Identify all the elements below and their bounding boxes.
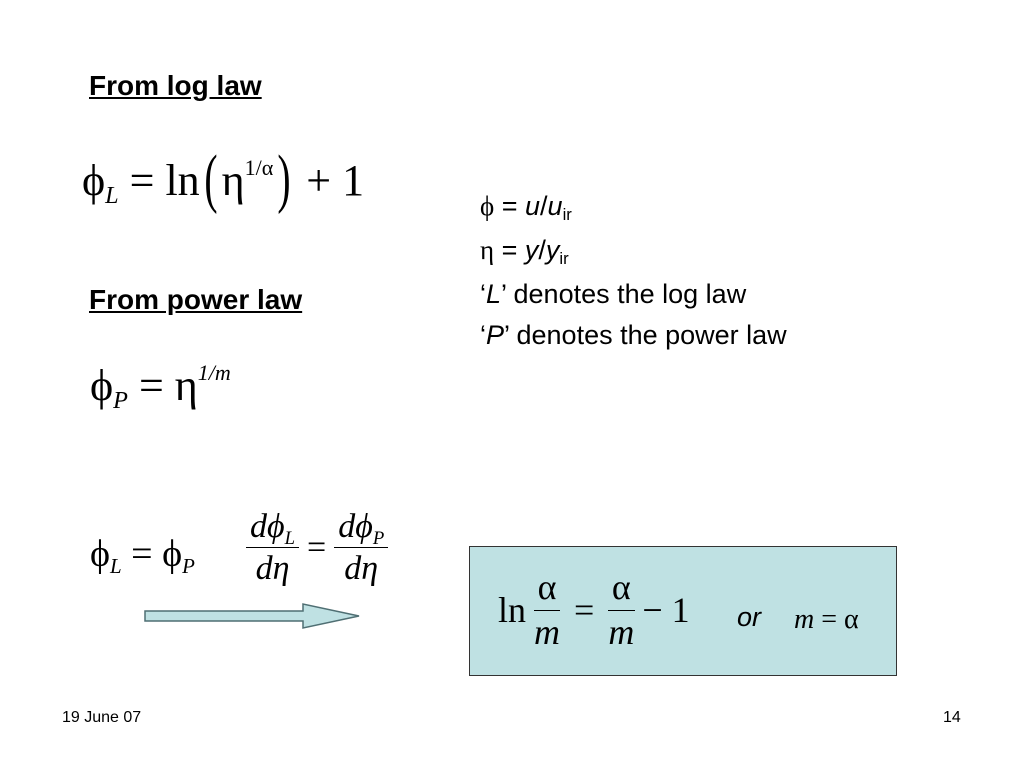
log-law-equation: ϕL = ln(η1/α) + 1 <box>82 136 365 215</box>
d-eta: dη <box>255 550 290 588</box>
d-phi: dϕ <box>250 508 285 545</box>
exponent-1-over-m: 1/m <box>197 360 231 386</box>
denominator-right: dη <box>340 548 382 587</box>
page-number: 14 <box>943 709 961 726</box>
open-paren: ( <box>204 142 218 216</box>
var-L: L <box>486 279 502 309</box>
equals-sign: = <box>574 590 595 631</box>
var-u-ir: u <box>547 191 563 221</box>
definition-P-text: ’ denotes the power law <box>504 320 787 350</box>
fraction-left: dϕL dη <box>246 508 300 588</box>
fraction-right: dϕP dη <box>334 508 389 588</box>
right-arrow-icon <box>144 603 360 629</box>
definition-L-text: ’ denotes the log law <box>501 279 747 309</box>
definition-L: ‘L’ denotes the log law <box>480 274 787 315</box>
equals-sign: = <box>494 235 525 265</box>
denominator-m: m <box>530 611 564 653</box>
equals-eta: = η <box>138 361 198 410</box>
slash: / <box>540 191 548 221</box>
open-quote: ‘ <box>480 279 486 309</box>
denominator-m: m <box>604 611 638 653</box>
subscript-ir: ir <box>562 205 572 225</box>
numerator-alpha: α <box>533 567 561 611</box>
slash: / <box>538 235 546 265</box>
footer-date: 19 June 07 <box>62 709 142 726</box>
equals-ln: = ln <box>129 156 200 205</box>
equals-phi: = ϕ <box>121 533 183 575</box>
result-equation: ln α m = α m − 1 <box>498 567 690 653</box>
exponent-1-over-alpha: 1/α <box>244 155 274 181</box>
var-P: P <box>486 320 505 350</box>
heading-log-law: From log law <box>89 70 262 101</box>
d-phi: dϕ <box>338 508 373 545</box>
var-y-ir: y <box>545 235 560 265</box>
var-u: u <box>525 191 541 221</box>
fraction-alpha-over-m-1: α m <box>530 567 564 653</box>
phi-symbol: ϕ <box>90 361 114 410</box>
m-equals-alpha: m = α <box>794 604 859 636</box>
phi-symbol: ϕ <box>90 533 111 575</box>
equals-alpha: = α <box>814 604 859 635</box>
close-paren: ) <box>277 142 291 216</box>
phi-symbol: ϕ <box>82 156 106 205</box>
open-quote: ‘ <box>480 320 486 350</box>
eta-symbol: η <box>221 156 245 205</box>
subscript-P: P <box>182 554 195 579</box>
var-m: m <box>534 611 561 652</box>
phi-symbol: ϕ <box>480 191 495 221</box>
subscript-P: P <box>113 387 128 415</box>
fraction-alpha-over-m-2: α m <box>604 567 638 653</box>
equals-sign: = <box>307 528 327 566</box>
denominator-left: dη <box>252 548 294 587</box>
var-m: m <box>608 611 635 652</box>
power-law-equation: ϕP = η1/m <box>90 360 231 415</box>
equality-equation: ϕL = ϕP <box>90 532 195 579</box>
derivative-equation: dϕL dη = dϕP dη <box>242 508 392 588</box>
eta-symbol: η <box>480 235 495 265</box>
definition-phi: ϕ = u/uir <box>480 186 787 230</box>
equals-sign: = <box>494 191 525 221</box>
ln-text: ln <box>498 590 527 631</box>
heading-power-law: From power law <box>89 284 303 315</box>
var-m: m <box>794 604 815 635</box>
definition-eta: η = y/yir <box>480 230 787 274</box>
plus-one: + 1 <box>306 156 365 205</box>
subscript-P: P <box>372 527 385 549</box>
definitions-block: ϕ = u/uir η = y/yir ‘L’ denotes the log … <box>480 186 787 356</box>
numerator-right: dϕP <box>334 508 389 549</box>
numerator-alpha: α <box>607 567 635 611</box>
definition-P: ‘P’ denotes the power law <box>480 315 787 356</box>
or-text: or <box>737 602 762 632</box>
numerator-left: dϕL <box>246 508 300 549</box>
minus-one: − 1 <box>642 590 690 631</box>
var-y: y <box>524 235 539 265</box>
subscript-L: L <box>110 554 122 579</box>
d-eta: dη <box>344 550 379 588</box>
result-box <box>469 546 897 676</box>
subscript-L: L <box>284 527 296 549</box>
subscript-L: L <box>105 182 119 210</box>
subscript-ir: ir <box>559 249 569 269</box>
